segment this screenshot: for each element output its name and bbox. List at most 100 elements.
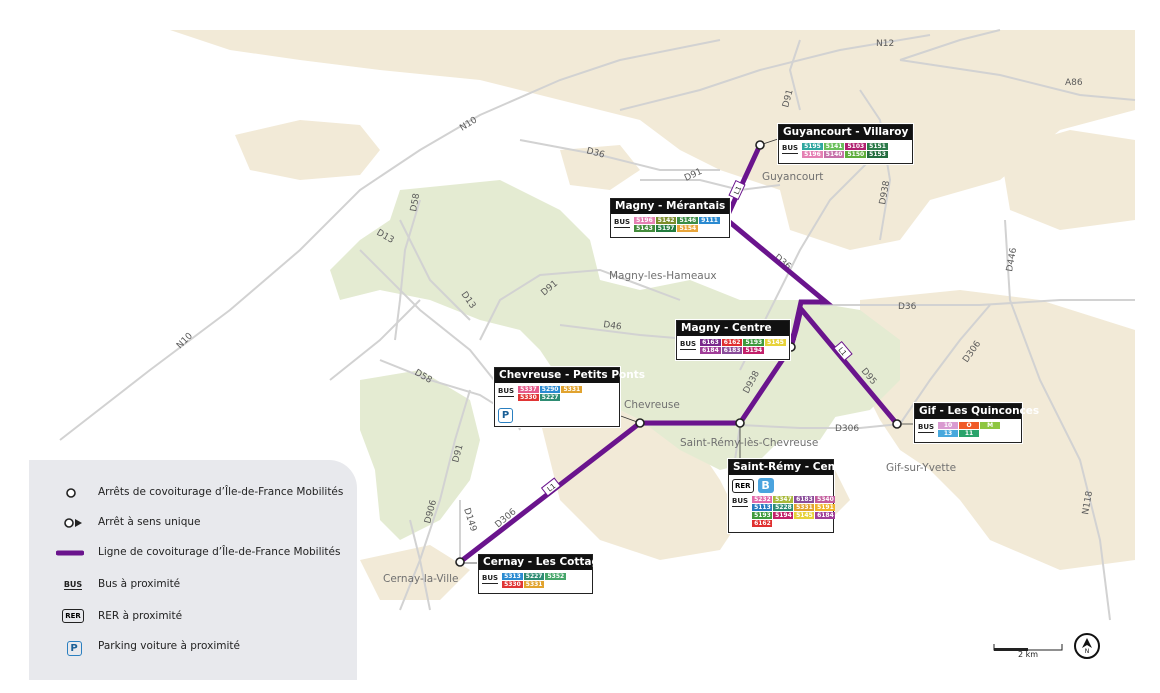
bus-line-badge: 5227 — [539, 394, 561, 401]
bus-line-badge: 5337 — [518, 386, 539, 393]
bus-line-badge: 5313 — [502, 573, 523, 580]
road-label: D46 — [603, 320, 623, 332]
bus-line-badge: M — [980, 422, 1001, 429]
bus-line-badge: 11 — [959, 430, 980, 437]
bus-line-badge: 5191 — [815, 504, 836, 511]
bus-line-badge: 6184 — [700, 347, 721, 354]
bus-tag: BUS — [614, 218, 631, 228]
bus-line-badge: 5196 — [802, 151, 823, 158]
town-label: Saint-Rémy-lès-Chevreuse — [680, 437, 818, 449]
road-label: D91 — [451, 443, 465, 463]
stop-marker[interactable] — [455, 557, 465, 567]
bus-line-badge: 5145 — [794, 512, 815, 519]
road-label: N10 — [175, 331, 195, 351]
road-label: D58 — [409, 192, 422, 212]
bus-line-badge: 5227 — [523, 573, 545, 580]
legend-label: Parking voiture à proximité — [98, 640, 240, 652]
road-label: D36 — [585, 146, 606, 160]
bus-line-badge: 5290 — [539, 386, 561, 393]
bus-line-badge: 6183 — [721, 347, 743, 354]
town-labels: Guyancourt Magny-les-Hameaux Chevreuse S… — [383, 171, 956, 585]
road-label: D938 — [878, 180, 892, 206]
road-label: D306 — [835, 424, 859, 434]
stop-name: Chevreuse - Petits Ponts — [495, 368, 645, 383]
bus-tag: BUS — [498, 387, 515, 397]
bus-line-badge: 5154 — [677, 225, 699, 232]
stop-name: Saint-Rémy - Centre — [729, 460, 852, 475]
bus-line-badge: 5331 — [561, 386, 583, 393]
stop-circle-icon — [65, 487, 77, 499]
line-tag-label: L1 — [546, 482, 558, 493]
bus-line-badge: 5330 — [518, 394, 539, 401]
bus-line-badge: 5153 — [867, 151, 888, 158]
bus-line-badge: 5197 — [655, 225, 677, 232]
bus-line-badge: 10 — [938, 422, 959, 429]
bus-tag: BUS — [782, 144, 799, 154]
road-label: D36 — [898, 302, 917, 312]
bus-tag: BUS — [918, 423, 935, 433]
stop-name: Magny - Centre — [677, 321, 789, 336]
parking-tag: P — [66, 640, 82, 656]
line-tag-label: L1 — [733, 185, 744, 196]
town-label: Gif-sur-Yvette — [886, 462, 956, 474]
stop-name: Magny - Mérantais — [611, 199, 730, 214]
bus-line-badge: 5193 — [752, 512, 773, 519]
line-tag-label: L1 — [836, 346, 848, 358]
scale-bar: 2 km — [993, 638, 1063, 662]
stop-marker[interactable] — [635, 418, 645, 428]
bus-line-badge: 5142 — [655, 217, 677, 224]
stop-marker[interactable] — [755, 140, 765, 150]
one-way-arrow-icon — [788, 330, 796, 340]
bus-line-badge: 5113 — [752, 504, 773, 511]
stop-marker[interactable] — [735, 418, 745, 428]
bus-line-badge: 6183 — [794, 496, 815, 503]
bus-line-badge: O — [959, 422, 980, 429]
bus-line-badge: 5151 — [867, 143, 888, 150]
parking-icon: P — [498, 408, 513, 423]
bus-line-badge: 5193 — [743, 339, 765, 346]
bus-line-badge: 5340 — [815, 496, 836, 503]
bus-line-badge: 5141 — [823, 143, 845, 150]
north-arrow-icon: N — [1074, 633, 1100, 659]
bus-line-badge: 5347 — [773, 496, 794, 503]
legend-label: Arrêt à sens unique — [98, 516, 201, 528]
bus-line-badge: 5146 — [677, 217, 699, 224]
bus-line-badge: 13 — [938, 430, 959, 437]
bus-line-badge: 5352 — [545, 573, 567, 580]
bus-line-badge: 5143 — [634, 225, 655, 232]
bus-line-badge: 5331 — [523, 581, 545, 588]
town-label: Chevreuse — [624, 399, 680, 411]
bus-line-badge: 5194 — [773, 512, 794, 519]
bus-line-badge: 5330 — [502, 581, 523, 588]
bus-line-badge: 6162 — [721, 339, 743, 346]
rer-icon: RER — [62, 608, 84, 624]
bus-line-badge: 9111 — [699, 217, 720, 224]
stop-name: Guyancourt - Villaroy — [779, 125, 913, 140]
bus-icon: BUS — [63, 577, 83, 591]
legend: Arrêts de covoiturage d’Île-de-France Mo… — [29, 460, 357, 680]
road-label: D446 — [1005, 247, 1019, 273]
stop-name: Cernay - Les Cottages — [479, 555, 612, 570]
road-label: A86 — [1065, 78, 1083, 88]
legend-label: Bus à proximité — [98, 578, 181, 590]
bus-line-badge: 5145 — [765, 339, 786, 346]
legend-label: Arrêts de covoiturage d’Île-de-France Mo… — [98, 486, 344, 498]
bus-line-badge: 5232 — [752, 496, 773, 503]
north-label: N — [1084, 648, 1090, 655]
legend-label: RER à proximité — [98, 610, 183, 622]
stop-marker[interactable] — [892, 419, 902, 429]
bus-tag: BUS — [482, 574, 499, 584]
bus-line-badge: 6184 — [815, 512, 836, 519]
